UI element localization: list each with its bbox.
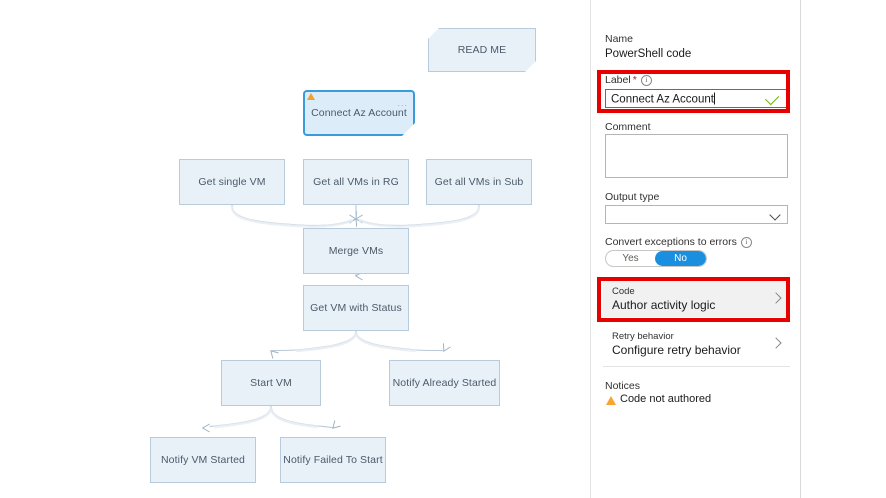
notice-text: Code not authored	[620, 393, 712, 405]
node-get-vm-with-status[interactable]: Get VM with Status	[303, 285, 409, 331]
node-label: READ ME	[457, 44, 507, 56]
node-notify-vm-started[interactable]: Notify VM Started	[150, 437, 256, 483]
node-connect-az-account[interactable]: ... Connect Az Account	[303, 90, 415, 136]
name-value: PowerShell code	[605, 48, 692, 60]
node-label: Connect Az Account	[311, 107, 407, 119]
workflow-canvas[interactable]: READ ME ... Connect Az Account Get singl…	[0, 0, 590, 498]
node-label: Get all VMs in Sub	[434, 176, 524, 188]
info-icon[interactable]: i	[640, 75, 652, 86]
convert-exceptions-text: Convert exceptions to errors	[605, 236, 737, 248]
code-row[interactable]: Code Author activity logic	[603, 281, 790, 317]
node-notify-failed-to-start[interactable]: Notify Failed To Start	[280, 437, 386, 483]
ellipsis-icon[interactable]: ...	[397, 98, 408, 108]
retry-behavior-row[interactable]: Retry behavior Configure retry behavior	[603, 326, 790, 362]
comment-textarea[interactable]	[605, 134, 788, 178]
output-type-label: Output type	[605, 191, 660, 203]
label-input[interactable]: Connect Az Account	[605, 89, 788, 108]
node-notify-already-started[interactable]: Notify Already Started	[389, 360, 500, 406]
label-field-label: Label*i	[605, 74, 652, 86]
info-icon[interactable]: i	[740, 237, 752, 248]
node-shape	[428, 28, 536, 72]
notices-label: Notices	[605, 380, 641, 392]
code-row-title: Code	[612, 286, 635, 297]
node-start-vm[interactable]: Start VM	[221, 360, 321, 406]
properties-panel: Name PowerShell code Label*i Connect Az …	[590, 0, 801, 498]
node-label: Get all VMs in RG	[313, 176, 399, 188]
label-text: Label	[605, 74, 631, 86]
node-label: Get VM with Status	[310, 302, 402, 314]
convert-exceptions-toggle[interactable]: Yes No	[605, 250, 707, 267]
label-input-value: Connect Az Account	[611, 92, 715, 105]
node-merge-vms[interactable]: Merge VMs	[303, 228, 409, 274]
node-read-me[interactable]: READ ME	[428, 28, 536, 72]
node-label: Notify Failed To Start	[283, 454, 383, 466]
node-label: Start VM	[250, 377, 292, 389]
toggle-option-no[interactable]: No	[655, 251, 706, 266]
retry-row-title: Retry behavior	[612, 331, 674, 342]
warning-triangle-icon	[307, 93, 315, 100]
comment-label: Comment	[605, 121, 651, 133]
node-shape	[303, 90, 415, 136]
node-label: Notify VM Started	[161, 454, 245, 466]
connector-layer	[201, 204, 481, 433]
section-divider	[603, 366, 790, 367]
retry-row-value: Configure retry behavior	[612, 343, 741, 357]
required-asterisk: *	[632, 74, 637, 86]
toggle-option-yes[interactable]: Yes	[622, 253, 639, 264]
node-get-all-vms-in-sub[interactable]: Get all VMs in Sub	[426, 159, 532, 205]
node-label: Notify Already Started	[392, 377, 497, 389]
code-row-value: Author activity logic	[612, 298, 716, 312]
node-label: Merge VMs	[328, 245, 384, 257]
chevron-right-icon	[770, 292, 782, 304]
node-get-all-vms-in-rg[interactable]: Get all VMs in RG	[303, 159, 409, 205]
name-label: Name	[605, 33, 634, 45]
chevron-right-icon	[770, 337, 782, 349]
node-label: Get single VM	[198, 176, 266, 188]
node-get-single-vm[interactable]: Get single VM	[179, 159, 285, 205]
output-type-select[interactable]	[605, 205, 788, 224]
text-caret	[713, 92, 715, 104]
chevron-down-icon	[769, 208, 781, 221]
warning-triangle-icon	[606, 396, 616, 405]
valid-check-icon	[765, 90, 780, 105]
